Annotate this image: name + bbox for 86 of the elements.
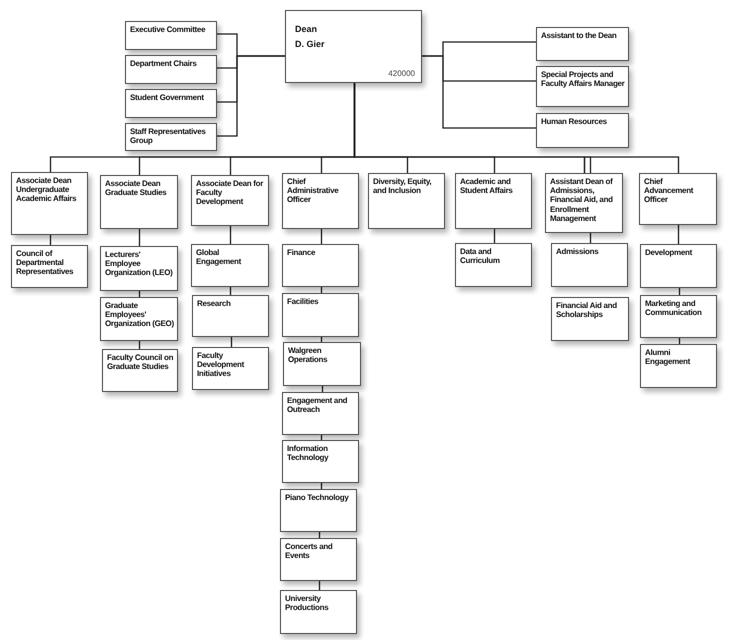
box-label: Diversity, Equity, and Inclusion — [373, 177, 432, 196]
org-box — [283, 342, 361, 386]
box-label: Financial Aid and Scholarships — [556, 301, 618, 320]
org-box — [640, 244, 717, 288]
org-box — [639, 173, 717, 225]
box-label: Facilities — [287, 297, 318, 306]
box-label: Assistant to the Dean — [541, 31, 616, 40]
box-label: Finance — [287, 248, 316, 258]
box-label: Faculty Development Initiatives — [197, 351, 246, 379]
org-box — [455, 243, 532, 287]
org-box — [191, 175, 269, 226]
box-label: Faculty Council on Graduate Studies — [107, 353, 174, 372]
org-box — [191, 244, 269, 287]
position-title: Dean — [295, 24, 318, 34]
connector-line — [422, 55, 536, 129]
connector-line — [230, 337, 232, 347]
org-box — [536, 66, 629, 107]
box-label: Associate Dean Undergraduate Academic Affairs — [16, 176, 78, 204]
box-label: Alumni Engagement — [645, 348, 692, 366]
org-box — [192, 295, 269, 337]
box-label: Human Resources — [541, 117, 607, 126]
connector-line — [138, 229, 140, 246]
box-label: Data and Curriculum — [460, 247, 501, 266]
box-label: Global Engagement — [196, 248, 242, 266]
org-box — [368, 173, 445, 229]
box-label: Staff Representatives Group — [130, 127, 207, 146]
connector-line — [230, 226, 232, 244]
connector-line — [494, 229, 496, 243]
org-box — [640, 295, 717, 338]
org-box — [280, 590, 357, 634]
org-box — [102, 349, 178, 392]
org-box — [282, 173, 359, 229]
org-box — [100, 246, 178, 291]
box-label: Department Chairs — [130, 59, 196, 68]
org-box — [125, 21, 217, 50]
org-box — [280, 489, 357, 532]
person-name: D. Gier — [295, 39, 325, 50]
org-box — [551, 297, 629, 341]
org-box — [11, 172, 88, 235]
org-box — [285, 10, 422, 83]
org-box — [455, 173, 532, 229]
box-label: Associate Dean Graduate Studies — [105, 179, 168, 198]
box-label: Chief Administrative Officer — [287, 177, 340, 205]
connector-line — [320, 229, 322, 244]
connector-line — [217, 55, 285, 137]
org-box — [536, 27, 629, 61]
org-box — [282, 440, 359, 483]
org-box — [125, 55, 217, 84]
box-label: Piano Technology — [285, 493, 349, 502]
org-box — [551, 243, 628, 287]
box-label: Admissions — [556, 247, 598, 256]
box-label: Student Government — [130, 93, 204, 102]
connector-line — [354, 83, 680, 173]
box-label: Lecturers' Employee Organization (LEO) — [105, 250, 174, 278]
box-label: Executive Committee — [130, 25, 206, 34]
box-label: Marketing and Communication — [645, 299, 703, 318]
org-box — [640, 344, 717, 388]
connector-line — [50, 235, 52, 245]
box-label: Concerts and Events — [285, 542, 334, 560]
org-box — [536, 113, 629, 148]
org-box — [125, 123, 217, 151]
box-label: Associate Dean for Faculty Development — [196, 179, 264, 207]
box-label: Graduate Employees' Organization (GEO) — [105, 301, 174, 329]
org-box — [545, 173, 623, 233]
unit-code: 420000 — [388, 68, 415, 78]
org-box — [125, 89, 217, 118]
org-box — [282, 293, 359, 337]
org-box — [11, 245, 88, 288]
org-box — [100, 297, 178, 341]
box-label: Council of Departmental Representatives — [16, 249, 74, 277]
box-label: Chief Advancement Officer — [644, 177, 694, 205]
box-label: Assistant Dean of Admissions, Financial Aid, and Enrollment Management — [550, 177, 614, 223]
box-label: Development — [645, 248, 692, 258]
box-label: Research — [197, 299, 231, 308]
connector-line — [678, 225, 680, 244]
org-box — [280, 538, 357, 581]
box-label: Engagement and Outreach — [287, 396, 348, 414]
box-label: Special Projects and Faculty Affairs Manager — [541, 70, 625, 88]
org-box — [282, 244, 359, 287]
box-label: Walgreen Operations — [288, 346, 328, 364]
box-label: Academic and Student Affairs — [460, 177, 514, 196]
org-box — [100, 175, 178, 229]
box-label: Information Technology — [287, 444, 330, 462]
org-box — [282, 392, 359, 435]
box-label: University Productions — [285, 594, 330, 612]
org-box — [192, 347, 269, 390]
